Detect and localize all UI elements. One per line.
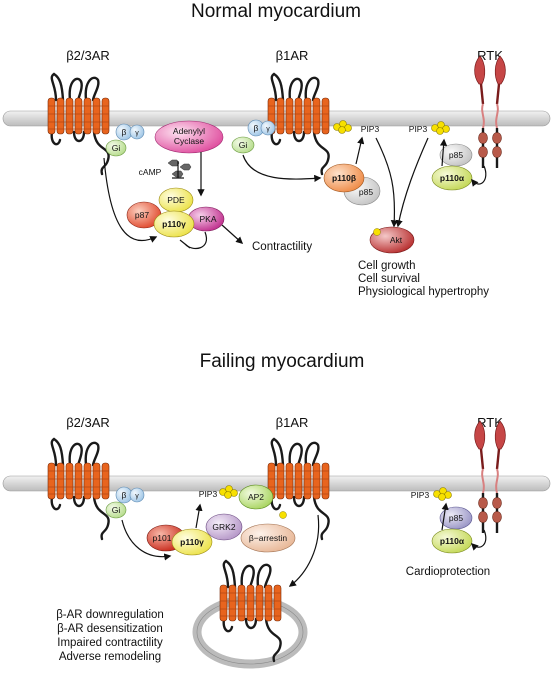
camp-molecules: cAMP (139, 159, 192, 178)
pip3-label: PIP3 (361, 124, 380, 134)
cell-membrane (2, 110, 551, 127)
outcome-line: β-AR desensitization (57, 623, 163, 635)
gamma-subunit: γ (135, 130, 139, 137)
adenylyl-cyclase-label-2: Cyclase (174, 136, 205, 146)
gamma-subunit: γ (135, 493, 139, 500)
receptor-label: β1AR (276, 415, 309, 430)
receptor-label: β1AR (276, 48, 309, 63)
gi-subunit: Gi (112, 143, 121, 153)
outcome-line: Physiological hypertrophy (358, 286, 489, 298)
p110g-label: p110γ (180, 537, 204, 547)
outcome-line: Impaired contractility (57, 637, 163, 649)
p110b-label: p110β (332, 173, 356, 183)
pip3-mid: PIP3 (333, 120, 380, 134)
receptor-b23ar: β2/3AR (46, 48, 111, 176)
beta-arrestin-label: β−arrestin (249, 533, 287, 543)
gi-subunit: Gi (112, 505, 121, 515)
outcome-line: β-AR downregulation (56, 609, 164, 621)
p110g-complex: p87 PDE PKA p110γ (126, 187, 225, 238)
pka-label: PKA (199, 214, 216, 224)
cardioprotection-label: Cardioprotection (406, 566, 490, 578)
receptor-b23ar: β2/3AR (46, 415, 111, 541)
panel-title-normal: Normal myocardium (191, 1, 361, 22)
grk2-label: GRK2 (212, 522, 235, 532)
p110a-complex: p85 p110α (431, 143, 473, 191)
p85-label: p85 (449, 150, 463, 160)
outcome-line: Cell survival (358, 273, 420, 285)
outcome-line: Cell growth (358, 260, 416, 272)
receptor-label: β2/3AR (66, 48, 110, 63)
g-protein-mid: β γ Gi (231, 119, 276, 154)
receptor-label: RTK (477, 48, 503, 63)
adenylyl-cyclase: Adenylyl Cyclase (154, 120, 224, 154)
pde-label: PDE (167, 195, 185, 205)
pip3-right: PIP3 (411, 487, 452, 501)
pip3-label: PIP3 (411, 490, 430, 500)
g-protein: β γ Gi (105, 486, 145, 519)
pip3-right: PIP3 (409, 121, 450, 135)
panel-title-failing: Failing myocardium (200, 351, 365, 372)
receptor-b1ar: β1AR (266, 48, 331, 176)
akt: Akt (369, 226, 415, 254)
beta-subunit: β (254, 123, 259, 133)
p110b-complex: p85 p110β (323, 163, 381, 206)
bar-outcomes: β-AR downregulation β-AR desensitization… (56, 609, 164, 663)
beta-subunit: β (122, 490, 127, 500)
receptor-rtk: RTK (473, 415, 507, 535)
camp-label: cAMP (139, 167, 162, 177)
signaling-arrows (103, 136, 487, 250)
contractility-label: Contractility (252, 241, 312, 253)
panel-normal: Normal myocardium β2/3AR β1AR RTK β γ Gi (2, 1, 551, 298)
signaling-arrows (121, 502, 487, 587)
endosome (192, 559, 308, 669)
grk2: GRK2 (205, 513, 243, 541)
receptor-rtk: RTK (473, 48, 507, 170)
beta-subunit: β (122, 127, 127, 137)
gi-subunit: Gi (239, 140, 248, 150)
receptor-b1ar: β1AR (266, 415, 331, 541)
akt-label: Akt (390, 235, 403, 245)
akt-outcomes: Cell growth Cell survival Physiological … (358, 260, 489, 298)
p110g-label: p110γ (162, 219, 186, 229)
panel-failing: Failing myocardium β2/3AR β1AR RTK β γ G… (2, 351, 551, 669)
outcome-line: Adverse remodeling (59, 651, 161, 663)
p87-label: p87 (135, 210, 149, 220)
p110g-complex: p101 p110γ (146, 524, 213, 556)
ap2: AP2 (238, 484, 274, 510)
p85-label: p85 (359, 187, 373, 197)
adenylyl-cyclase-label-1: Adenylyl (173, 126, 205, 136)
gamma-subunit: γ (266, 126, 270, 133)
p101-label: p101 (153, 533, 172, 543)
p110a-label: p110α (440, 536, 465, 546)
receptor-label: β2/3AR (66, 415, 110, 430)
g-protein-left: β γ Gi (105, 123, 145, 157)
p110a-label: p110α (440, 173, 465, 183)
ap2-label: AP2 (248, 492, 264, 502)
pip3-label: PIP3 (409, 124, 428, 134)
p110a-complex: p85 p110α (431, 506, 473, 554)
pip3-label: PIP3 (199, 489, 218, 499)
cell-membrane (2, 475, 551, 492)
p85-label: p85 (449, 513, 463, 523)
beta-arrestin: β−arrestin (240, 511, 296, 553)
pip3-mid: PIP3 (199, 485, 238, 499)
